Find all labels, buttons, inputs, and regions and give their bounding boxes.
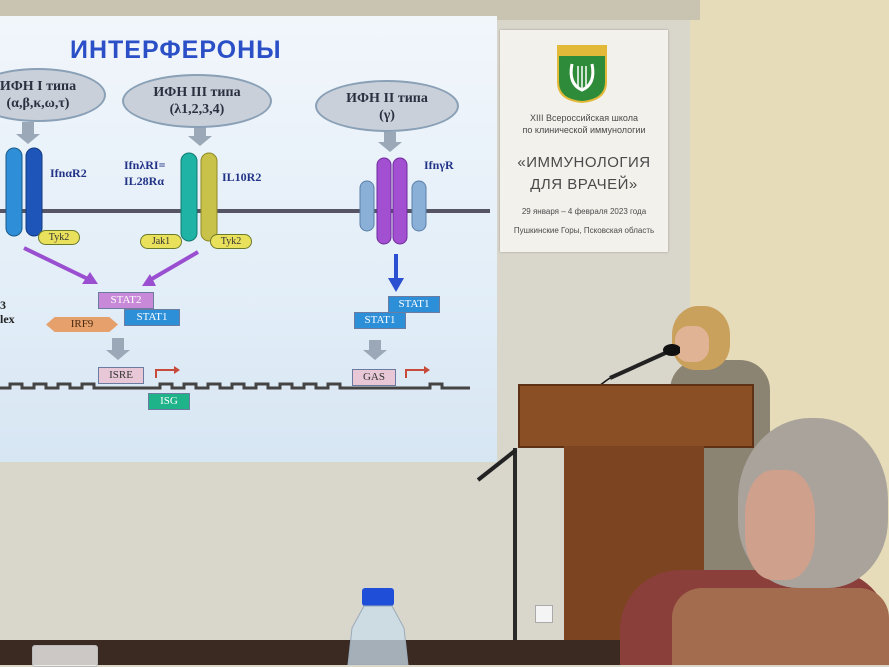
mic-stand-arm [476, 448, 518, 482]
chair-back [672, 588, 889, 665]
mic-stand [513, 448, 517, 665]
water-bottle-icon [347, 588, 409, 665]
stat1-box: STAT1 [124, 309, 180, 326]
irf9-box: IRF9 [46, 317, 118, 332]
transcription-arrow-icon [155, 369, 174, 378]
podium-top [518, 384, 754, 448]
ifn-type2-label: ИФН II типа [346, 91, 428, 106]
arrow-head-icon [388, 278, 404, 292]
receptor-ifngr-shape [411, 180, 427, 232]
banner-heading: «ИММУНОЛОГИЯ [517, 154, 651, 171]
receptor-ifnar2-shape [25, 147, 43, 237]
slide-diagram [0, 122, 490, 390]
tyk2-badge: Tyk2 [38, 230, 80, 245]
tyk2-badge: Tyk2 [210, 234, 252, 249]
arrow-icon [148, 250, 200, 282]
listener-ear-face [745, 470, 815, 580]
speaker-face [675, 326, 709, 362]
stat1-box: STAT1 [354, 312, 406, 329]
arrow-down-icon [378, 132, 402, 152]
receptor-il10r2-shape [200, 152, 218, 242]
arrow-down-icon [106, 338, 130, 360]
lyre-emblem-icon [557, 45, 607, 104]
arrow-icon [23, 246, 91, 282]
receptor-ifnlr1-shape [180, 152, 198, 242]
banner-heading: ДЛЯ ВРАЧЕЙ» [530, 176, 638, 193]
ceiling [0, 0, 700, 20]
ifn-type3-subtypes: (λ1,2,3,4) [169, 102, 225, 117]
arrow-down-icon [188, 126, 212, 146]
ifn-type2-subtypes: (γ) [379, 108, 395, 123]
receptor-ifnar1-shape [5, 147, 23, 237]
transcription-arrow-icon [405, 369, 424, 378]
banner-location: Пушкинские Горы, Псковская область [513, 226, 655, 235]
receptor-ifnlr1-label: IfnλRI= [124, 158, 166, 172]
arrow-head-icon [142, 274, 156, 286]
ifn-type1-subtypes: (α,β,κ,ω,τ) [6, 96, 70, 111]
jak1-badge: Jak1 [140, 234, 182, 249]
slide-fragment-text: 3 [0, 298, 6, 312]
gas-box: GAS [352, 369, 396, 386]
plastic-cup [32, 645, 98, 667]
receptor-ifngr-shape [359, 180, 375, 232]
projected-slide: ИНТЕРФЕРОНЫ ИФН I типа (α,β,κ,ω,τ) ИФН I… [0, 16, 497, 462]
receptor-il10r2-label: IL10R2 [222, 170, 262, 184]
arrow-head-icon [424, 366, 430, 374]
arrow-down-icon [16, 122, 40, 144]
dna-strand [0, 382, 470, 390]
slide-fragment-text: lex [0, 312, 15, 326]
slide-title: ИНТЕРФЕРОНЫ [70, 36, 282, 64]
stat2-box: STAT2 [98, 292, 154, 309]
receptor-ifnar2-label: IfnαR2 [50, 166, 87, 180]
arrow-down-icon [363, 340, 387, 360]
arrow-head-icon [174, 366, 180, 374]
banner-line: по клинической иммунологии [522, 125, 646, 135]
banner-dates: 29 января – 4 февраля 2023 года [521, 207, 647, 216]
ifn-type2-ellipse: ИФН II типа (γ) [315, 80, 459, 132]
ifn-type1-label: ИФН I типа [0, 79, 77, 94]
receptor-ifngr-label: IfnγR [424, 158, 454, 172]
stat1-box: STAT1 [388, 296, 440, 313]
receptor-ifngr-shape [392, 157, 408, 245]
ifn-type3-label: ИФН III типа [153, 85, 241, 100]
wall-socket [535, 605, 553, 623]
isg-box: ISG [148, 393, 190, 410]
ifn-type1-ellipse: ИФН I типа (α,β,κ,ω,τ) [0, 68, 106, 122]
isre-box: ISRE [98, 367, 144, 384]
receptor-il28ra-label: IL28Rα [124, 174, 165, 188]
banner-line: XIII Всероссийская школа [530, 113, 638, 123]
receptor-ifngr-shape [376, 157, 392, 245]
ifn-type3-ellipse: ИФН III типа (λ1,2,3,4) [122, 74, 272, 128]
arrow-head-icon [82, 272, 98, 284]
